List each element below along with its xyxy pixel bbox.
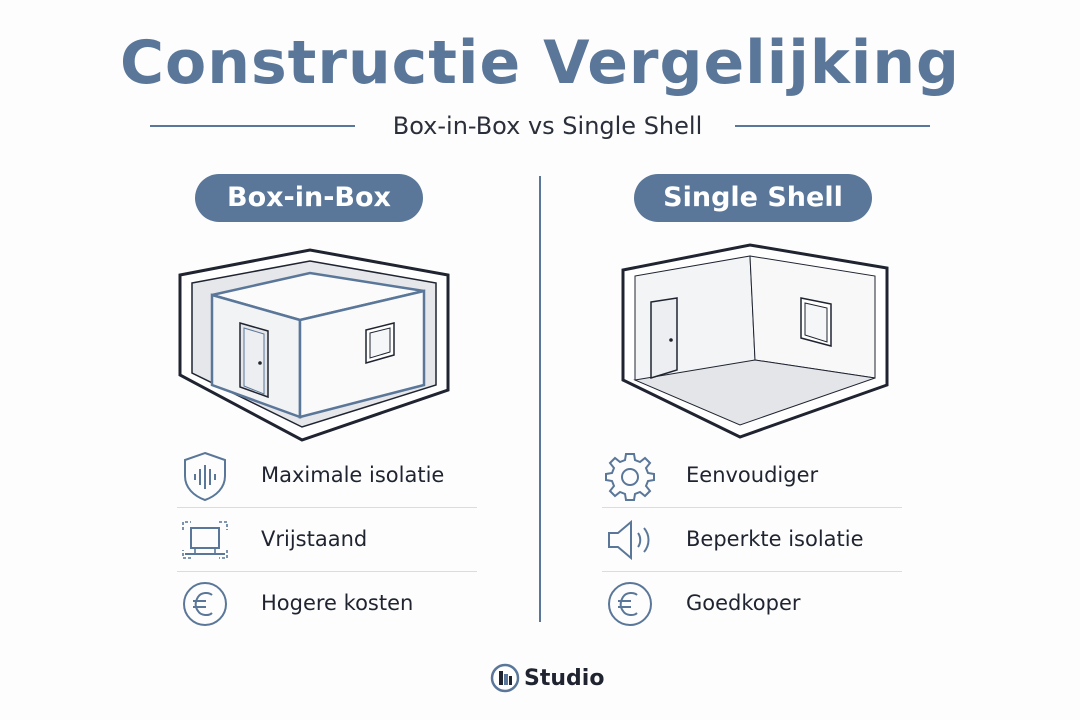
feature-label: Beperkte isolatie <box>686 527 864 551</box>
single-shell-illustration <box>621 243 889 439</box>
subtitle-row: Box-in-Box vs Single Shell <box>150 108 930 144</box>
feature-label: Hogere kosten <box>261 591 414 615</box>
feature-item: Eenvoudiger <box>602 444 902 508</box>
box-in-box-illustration <box>178 248 450 442</box>
subtitle-rule-left <box>150 125 355 127</box>
feature-label: Eenvoudiger <box>686 463 819 487</box>
single-shell-features: Eenvoudiger Beperkte isolatie Goedkoper <box>602 444 902 635</box>
euro-icon <box>608 582 652 626</box>
page-title: Constructie Vergelijking <box>120 28 960 98</box>
feature-label: Vrijstaand <box>261 527 368 551</box>
feature-item: Maximale isolatie <box>177 444 477 508</box>
shield-soundwave-icon <box>184 451 226 502</box>
column-divider <box>539 176 541 622</box>
feature-label: Goedkoper <box>686 591 801 615</box>
box-in-box-features: Maximale isolatie Vrijstaand Hogere kost… <box>177 444 477 635</box>
floating-box-icon <box>182 521 228 559</box>
brand: Studio <box>490 660 604 696</box>
brand-name: Studio <box>524 665 605 691</box>
box-in-box-heading: Box-in-Box <box>195 174 423 222</box>
single-shell-heading: Single Shell <box>634 174 872 222</box>
speaker-icon <box>608 519 650 561</box>
subtitle: Box-in-Box vs Single Shell <box>392 112 703 140</box>
euro-icon <box>183 582 227 626</box>
feature-item: Beperkte isolatie <box>602 508 902 572</box>
subtitle-rule-right <box>735 125 930 127</box>
feature-item: Hogere kosten <box>177 572 477 635</box>
gear-icon <box>605 453 655 501</box>
studio-logo-icon <box>490 663 520 693</box>
feature-item: Vrijstaand <box>177 508 477 572</box>
feature-item: Goedkoper <box>602 572 902 635</box>
feature-label: Maximale isolatie <box>261 463 445 487</box>
